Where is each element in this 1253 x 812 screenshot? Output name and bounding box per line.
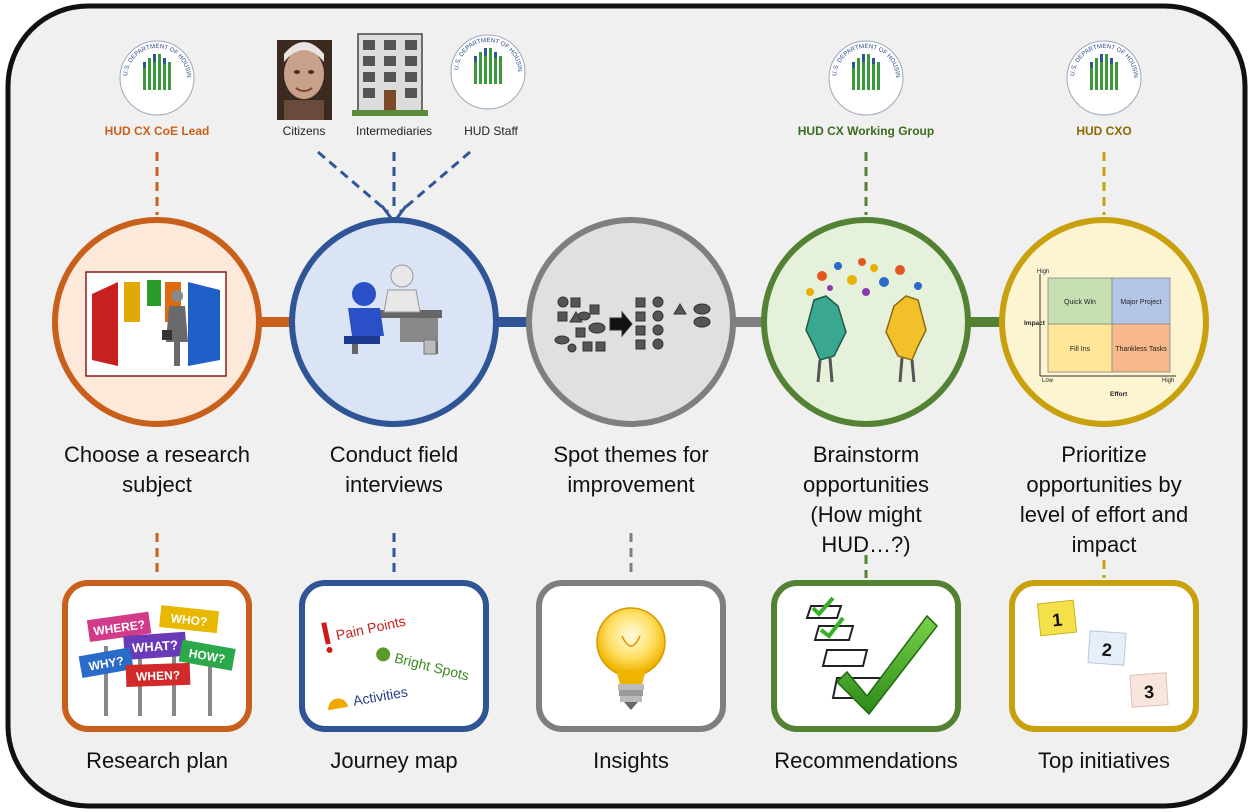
hud-logo-2: U.S. DEPARTMENT OF HOUSING AND URBAN DEV… <box>450 34 526 110</box>
svg-text:Bright Spots: Bright Spots <box>393 650 471 684</box>
svg-text:WHEN?: WHEN? <box>136 668 180 684</box>
svg-text:Low: Low <box>1042 378 1054 384</box>
building-icon <box>352 33 428 116</box>
output-label-top-initiatives: Top initiatives <box>1037 748 1171 773</box>
output-card-top-initiatives: 1 2 3 <box>1009 580 1199 732</box>
owner-label-working-group: HUD CX Working Group <box>797 124 935 138</box>
svg-text:Effort: Effort <box>1110 391 1128 398</box>
svg-text:3: 3 <box>1143 682 1154 703</box>
svg-text:Thankless Tasks: Thankless Tasks <box>1115 346 1167 353</box>
step-title-5: Prioritize opportunities by level of eff… <box>1019 442 1189 557</box>
output-label-insights: Insights <box>593 748 669 773</box>
step-title-3: Spot themes for improvement <box>553 442 709 497</box>
svg-text:WHY?: WHY? <box>88 654 125 674</box>
svg-text:Major Project: Major Project <box>1120 299 1161 306</box>
output-card-insights <box>536 580 726 732</box>
interview-illustration <box>344 264 442 355</box>
svg-text:Quick Win: Quick Win <box>1064 299 1096 306</box>
svg-text:Fill Ins: Fill Ins <box>1070 346 1091 353</box>
step-circle-3 <box>526 217 736 427</box>
output-card-journey-map: Pain Points Bright Spots Activities <box>299 580 489 732</box>
lightbulb-icon <box>596 607 666 710</box>
svg-text:1: 1 <box>1051 610 1063 631</box>
svg-text:2: 2 <box>1101 640 1112 661</box>
svg-text:Pain Points: Pain Points <box>334 613 407 643</box>
step-circle-2 <box>289 217 499 427</box>
svg-text:Impact: Impact <box>1024 320 1046 327</box>
svg-text:High: High <box>1037 269 1049 275</box>
svg-text:HOW?: HOW? <box>188 646 227 666</box>
hud-logo-5: U.S. DEPARTMENT OF HOUSING AND URBAN DEV… <box>1066 40 1142 116</box>
step-title-4: Brainstorm opportunities (How might HUD…… <box>803 442 929 557</box>
svg-text:Activities: Activities <box>352 683 409 708</box>
question-signs-icon: WHERE? WHO? WHAT? WHY? HOW? WHEN? <box>78 605 236 716</box>
stakeholder-hud-staff: HUD Staff <box>464 124 518 138</box>
output-card-research-plan: WHERE? WHO? WHAT? WHY? HOW? WHEN? <box>62 580 252 732</box>
journey-map-icon: Pain Points Bright Spots Activities <box>321 613 471 711</box>
svg-text:WHO?: WHO? <box>170 611 208 629</box>
step-title-2: Conduct field interviews <box>329 442 459 497</box>
stakeholder-intermediaries: Intermediaries <box>355 124 433 138</box>
checklist-icon <box>805 596 938 716</box>
doors-illustration <box>85 271 227 377</box>
ranked-notes-icon: 1 2 3 <box>1036 599 1169 708</box>
citizen-photo <box>277 40 332 120</box>
output-label-research-plan: Research plan <box>86 748 228 773</box>
brainstorm-illustration <box>805 258 927 383</box>
priority-matrix: Quick Win Major Project Fill Ins Thankle… <box>1024 269 1176 398</box>
output-label-journey-map: Journey map <box>330 748 458 773</box>
stakeholder-arrows <box>317 150 471 214</box>
step-title-1: Choose a research subject <box>64 442 250 497</box>
svg-text:WHAT?: WHAT? <box>132 637 179 655</box>
hud-logo-1: U.S. DEPARTMENT OF HOUSING AND URBAN DEV… <box>119 40 195 116</box>
themes-illustration <box>554 296 711 353</box>
stakeholder-citizens: Citizens <box>282 124 326 138</box>
output-label-recommendations: Recommendations <box>774 748 958 773</box>
owner-label-coe-lead: HUD CX CoE Lead <box>104 124 210 138</box>
owner-label-cxo: HUD CXO <box>1076 124 1132 138</box>
hud-logo-4: U.S. DEPARTMENT OF HOUSING AND URBAN DEV… <box>828 40 904 116</box>
step-circle-4 <box>761 217 971 427</box>
svg-text:High: High <box>1162 378 1174 384</box>
output-card-recommendations <box>771 580 961 732</box>
